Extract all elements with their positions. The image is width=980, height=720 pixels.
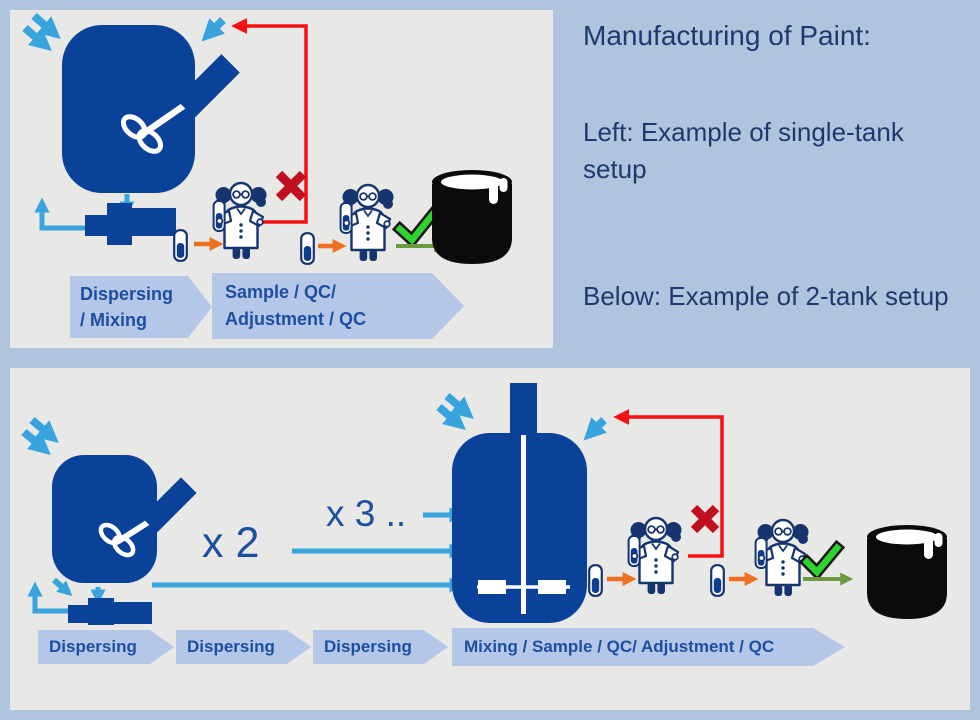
test-tube-icon — [173, 229, 188, 262]
scientist-icon — [212, 181, 268, 261]
tank-icon — [452, 383, 587, 623]
scientist-icon — [627, 516, 683, 596]
recycle-loop-icon — [27, 577, 106, 614]
paint-bucket-icon — [867, 525, 947, 619]
step-label-line: / Mixing — [80, 310, 147, 330]
step-label-line: Sample / QC/ — [225, 282, 337, 302]
process-step-mixing-sample-qc: Mixing / Sample / QC/ Adjustment / QC — [452, 628, 845, 666]
process-step-dispersing-mixing: Dispersing / Mixing — [70, 276, 212, 338]
step-label: Dispersing — [187, 637, 275, 656]
page-title: Manufacturing of Paint: — [583, 20, 871, 51]
process-step-dispersing-2: Dispersing — [176, 630, 311, 664]
mixer-icon — [477, 435, 570, 614]
caption-left: Left: Example of single-tank setup — [583, 117, 904, 184]
approve-check-icon — [798, 539, 846, 581]
step-label: Dispersing — [49, 637, 137, 656]
step-label-line: Dispersing — [80, 284, 174, 304]
paint-bucket-icon — [432, 170, 512, 264]
step-label: Mixing / Sample / QC/ Adjustment / QC — [464, 637, 775, 656]
adjustment-in-arrow-icon — [201, 17, 226, 42]
test-tube-icon — [300, 232, 315, 265]
single-tank-diagram — [22, 12, 553, 348]
tank-icon — [52, 455, 157, 583]
mixer-icon — [98, 477, 197, 558]
tank-icon — [62, 25, 195, 193]
feed-arrows-icon — [436, 392, 474, 431]
two-tank-panel: x 2 x 3 .. — [10, 368, 970, 710]
process-step-sample-qc: Sample / QC/ Adjustment / QC — [212, 273, 464, 339]
feed-arrows-icon — [21, 416, 59, 456]
test-tube-icon — [588, 564, 603, 597]
single-tank-panel: Dispersing / Mixing Sample / QC/ Adjustm… — [10, 10, 553, 348]
scientist-icon — [754, 518, 810, 598]
feedback-loop-arrow — [613, 409, 724, 558]
two-tank-diagram: x 2 x 3 .. — [21, 383, 970, 625]
step-label: Dispersing — [324, 637, 412, 656]
reject-x-icon — [275, 170, 307, 202]
feedback-loop-arrow — [231, 18, 308, 224]
test-tube-icon — [710, 564, 725, 597]
multiplier-x2-label: x 2 — [202, 519, 259, 567]
transfer-lines — [152, 507, 465, 593]
process-step-dispersing-1: Dispersing — [38, 630, 174, 664]
scientist-icon — [339, 183, 395, 263]
reject-x-icon — [690, 504, 720, 534]
caption-below: Below: Example of 2-tank setup — [583, 281, 949, 311]
pump-icon — [68, 598, 152, 625]
process-step-dispersing-3: Dispersing — [313, 630, 448, 664]
mixer-icon — [120, 54, 240, 154]
adjustment-in-arrow-icon — [583, 417, 607, 441]
pump-icon — [85, 203, 176, 245]
approve-check-icon — [391, 205, 442, 249]
multiplier-x3-label: x 3 .. — [326, 493, 406, 534]
feed-arrows-icon — [22, 12, 61, 52]
step-label-line: Adjustment / QC — [225, 309, 367, 329]
